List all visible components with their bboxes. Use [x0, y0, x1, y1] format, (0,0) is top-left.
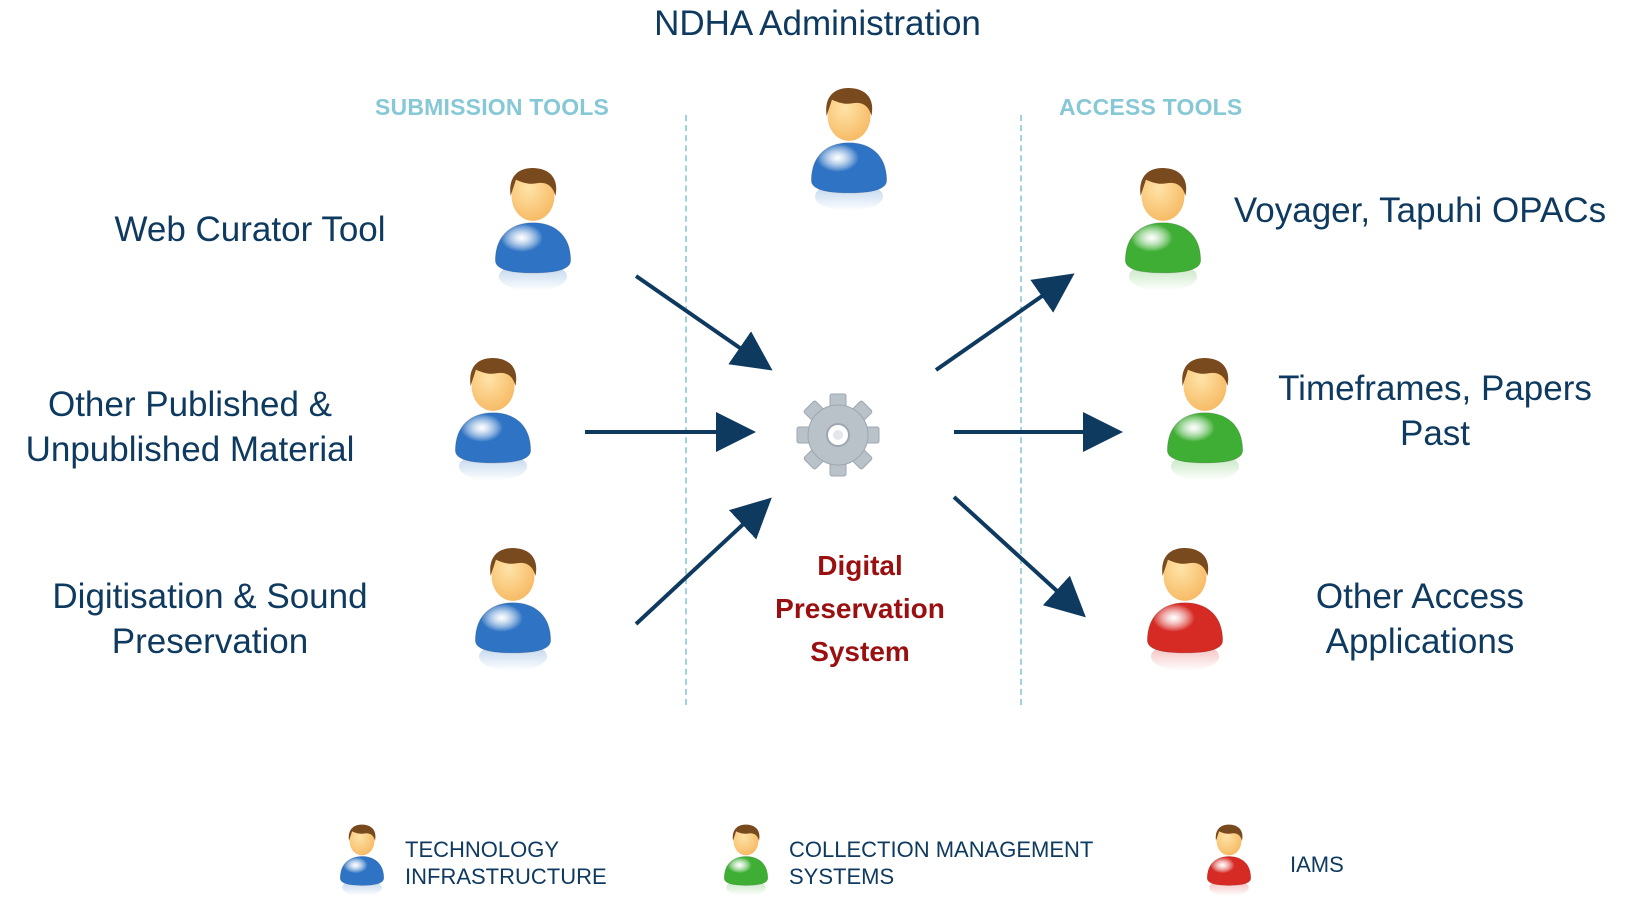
admin-person-icon: [810, 88, 888, 211]
left-divider: [685, 115, 687, 705]
timeframes-papers-past-label: Timeframes, Papers Past: [1255, 366, 1615, 456]
web-curator-tool-label: Web Curator Tool: [60, 207, 440, 252]
web-curator-person-icon: [494, 168, 572, 291]
node-label-line: Voyager, Tapuhi OPACs: [1233, 191, 1607, 230]
node-label-line: Unpublished Material: [25, 430, 355, 469]
center-label-line: System: [810, 636, 910, 667]
published-material-person-icon: [454, 358, 532, 481]
legend-label-line: INFRASTRUCTURE: [405, 864, 607, 889]
node-label-line: Digitisation & Sound: [52, 577, 368, 616]
legend-collection-management: COLLECTION MANAGEMENT SYSTEMS: [789, 836, 1093, 890]
node-label-line: Web Curator Tool: [114, 210, 386, 249]
node-label-line: Past: [1399, 414, 1471, 453]
timeframes-person-icon: [1166, 358, 1244, 481]
legend-label-line: SYSTEMS: [789, 864, 895, 889]
submission-tools-label: SUBMISSION TOOLS: [375, 94, 610, 120]
node-label-line: Applications: [1325, 622, 1515, 661]
arrow-web-curator-to-dps: [634, 274, 773, 371]
other-access-applications-label: Other Access Applications: [1255, 574, 1585, 664]
other-access-person-icon: [1146, 548, 1224, 671]
digitisation-person-icon: [474, 548, 552, 671]
published-material-label: Other Published & Unpublished Material: [0, 382, 380, 472]
node-label-line: Other Access: [1315, 577, 1525, 616]
legend-red-person-icon: [1206, 824, 1252, 896]
node-label-line: Other Published &: [47, 385, 333, 424]
arrow-digitisation-to-dps: [634, 497, 772, 626]
center-label-line: Preservation: [775, 593, 945, 624]
voyager-tapuhi-label: Voyager, Tapuhi OPACs: [1210, 188, 1630, 233]
digital-preservation-system-label: Digital Preservation System: [735, 544, 985, 673]
gear-icon: [796, 393, 880, 477]
node-label-line: Preservation: [111, 622, 309, 661]
legend-blue-person-icon: [339, 824, 385, 896]
access-tools-label: ACCESS TOOLS: [1059, 94, 1243, 120]
arrow-dps-to-other-access: [952, 495, 1086, 618]
node-label-line: Timeframes, Papers: [1278, 369, 1592, 408]
right-divider: [1020, 115, 1022, 705]
legend-technology-infrastructure: TECHNOLOGY INFRASTRUCTURE: [405, 836, 607, 890]
center-label-line: Digital: [817, 550, 903, 581]
arrow-dps-to-voyager: [934, 273, 1075, 372]
digitisation-label: Digitisation & Sound Preservation: [20, 574, 400, 664]
diagram-title: NDHA Administration: [654, 4, 981, 43]
legend-label-line: IAMS: [1290, 852, 1344, 877]
legend-label-line: TECHNOLOGY: [405, 837, 560, 862]
legend-iams: IAMS: [1290, 851, 1344, 878]
voyager-person-icon: [1124, 168, 1202, 291]
legend-label-line: COLLECTION MANAGEMENT: [789, 837, 1094, 862]
legend-green-person-icon: [723, 824, 769, 896]
